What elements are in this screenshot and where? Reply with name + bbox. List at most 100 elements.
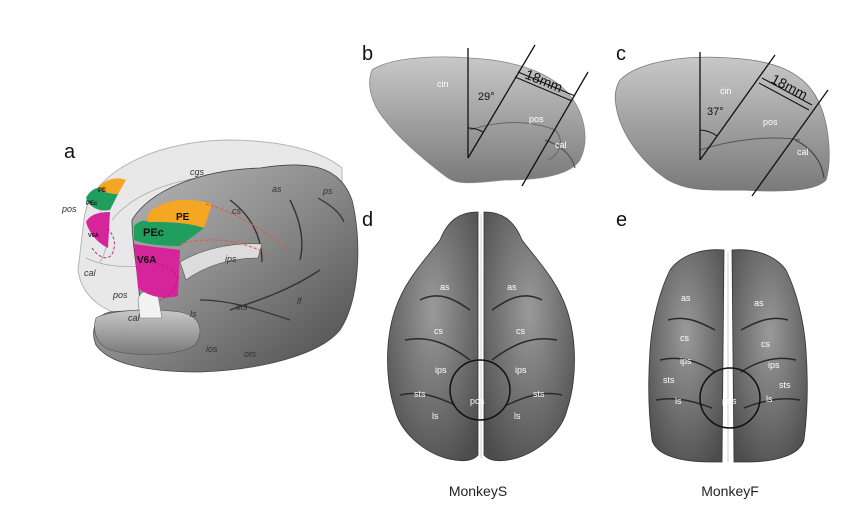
d-label-cs-left: cs	[434, 326, 444, 336]
sulcus-sts: sts	[236, 302, 248, 312]
lateral-area-pe	[148, 199, 212, 228]
lateral-label-pec: PEc	[143, 227, 164, 239]
b-angled-line	[467, 44, 536, 159]
lateral-area-pec	[134, 220, 204, 246]
sulcus-ls: ls	[190, 309, 197, 319]
b-label-cin: cin	[437, 79, 449, 89]
b-label-pos: pos	[529, 114, 544, 124]
e-label-ips-right: ips	[768, 360, 780, 370]
sulcus-cgs: cgs	[190, 167, 205, 177]
b-angle-label: 29°	[478, 91, 495, 103]
medial-area-pec	[86, 188, 118, 211]
lateral-area-v6a	[134, 244, 180, 298]
lateral-v6a-dash	[151, 261, 179, 301]
lateral-label-v6a: V6A	[137, 255, 156, 266]
medial-label-pec: PEc	[86, 201, 98, 207]
e-label-as-right: as	[754, 298, 764, 308]
c-angled-line	[699, 54, 776, 161]
d-label-ips-left: ips	[435, 365, 447, 375]
e-sulcus-lines	[655, 317, 801, 409]
panel-a: a PE PEc V6A cgs pos cal	[61, 139, 359, 373]
d-label-ls-right: ls	[514, 411, 521, 421]
panel-d: d as as cs cs ips ips sts sts ls ls pos …	[362, 209, 575, 499]
e-label-sts-left: sts	[663, 375, 675, 385]
e-label-ips-left: ips	[680, 356, 692, 366]
sulcus-as: as	[272, 184, 282, 194]
sulcus-cs: cs	[232, 206, 242, 216]
hemisphere-b-cal	[544, 139, 576, 169]
sulcus-pos-lateral: pos	[112, 290, 128, 300]
d-label-as-left: as	[440, 282, 450, 292]
e-label-sts-right: sts	[779, 380, 791, 390]
lateral-pec-dash	[179, 239, 269, 255]
medial-label-pe: PE	[98, 188, 106, 194]
dorsal-brain-e-right	[731, 249, 808, 463]
panel-letter-c: c	[616, 43, 626, 65]
hemisphere-b	[369, 56, 586, 184]
panel-letter-b: b	[362, 43, 373, 65]
lateral-label-pe: PE	[176, 212, 190, 223]
e-label-cs-right: cs	[761, 339, 771, 349]
panel-b: b 18mm 29° cin pos cal	[362, 43, 589, 187]
c-perpendicular-line	[751, 89, 829, 197]
caption-monkey-f: MonkeyF	[701, 483, 759, 499]
c-angle-arc	[699, 129, 718, 137]
medial-cal-line	[85, 257, 141, 267]
d-label-sts-right: sts	[533, 389, 545, 399]
b-label-cal: cal	[555, 140, 567, 150]
e-label-pos: pos	[722, 396, 737, 406]
d-pos-circle	[449, 359, 511, 421]
sulcus-ios: ios	[206, 344, 218, 354]
b-angle-arc	[467, 127, 484, 133]
panel-letter-e: e	[616, 209, 627, 231]
panel-c: c 18mm 37° cin pos cal	[614, 43, 830, 197]
e-pos-circle	[699, 367, 761, 429]
hemisphere-c	[614, 56, 830, 192]
caption-monkey-s: MonkeyS	[449, 483, 507, 499]
sulcus-pos-medial: pos	[61, 204, 77, 214]
c-angle-label: 37°	[707, 106, 724, 118]
medial-v6a-dash	[91, 227, 115, 259]
medial-label-v6a: V6A	[88, 233, 99, 239]
lateral-sulcus-line-cs	[229, 199, 263, 263]
dorsal-brain-d-left	[387, 211, 479, 462]
sulcus-ps: ps	[322, 186, 333, 196]
e-label-as-left: as	[681, 293, 691, 303]
sulcus-ips: ips	[225, 254, 237, 264]
panel-letter-a: a	[64, 141, 76, 163]
sulcus-ots: ots	[244, 349, 257, 359]
b-perpendicular-line	[521, 71, 589, 187]
d-label-sts-left: sts	[414, 389, 426, 399]
lateral-sulcus-line-sts	[199, 299, 291, 321]
d-label-as-right: as	[507, 282, 517, 292]
c-dim-line-2	[758, 82, 810, 111]
dorsal-brain-d-right	[483, 211, 575, 462]
sulcus-lf: lf	[297, 296, 303, 306]
d-label-cs-right: cs	[516, 326, 526, 336]
lateral-pe-dash	[205, 203, 291, 251]
sulcus-cal-lateral: cal	[128, 313, 141, 323]
d-label-ls-left: ls	[432, 411, 439, 421]
medial-area-pe	[98, 178, 126, 194]
hemisphere-c-cal	[794, 139, 825, 179]
c-label-cal: cal	[797, 147, 809, 157]
d-label-ips-right: ips	[515, 365, 527, 375]
e-label-ls-left: ls	[675, 396, 682, 406]
b-dim-line-2	[514, 76, 573, 102]
c-label-pos: pos	[763, 117, 778, 127]
panel-e: e as as cs cs ips ips sts sts ls ls pos …	[616, 209, 808, 499]
d-label-pos: pos	[470, 396, 485, 406]
b-dim-line-1	[517, 71, 576, 97]
c-dim-line-1	[761, 77, 813, 106]
sulcus-cal-medial: cal	[84, 268, 97, 278]
lateral-sulcus-line-lf	[229, 269, 321, 311]
dorsal-brain-e-left	[648, 249, 725, 463]
d-sulcus-lines	[399, 295, 563, 406]
lateral-ips-groove	[179, 243, 263, 281]
lateral-sulcus-line-as	[289, 199, 303, 261]
e-label-cs-left: cs	[680, 333, 690, 343]
panel-letter-d: d	[362, 209, 373, 231]
medial-area-v6a	[86, 212, 110, 248]
c-label-cin: cin	[720, 86, 732, 96]
